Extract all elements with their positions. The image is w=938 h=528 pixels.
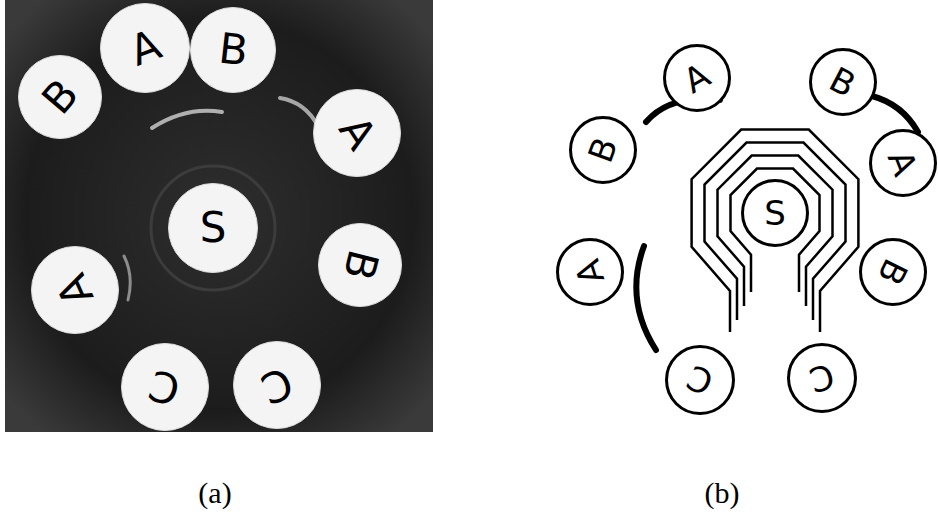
antibody-well: C	[233, 341, 321, 429]
well-letter: B	[216, 28, 249, 73]
antibody-well: A	[313, 89, 401, 177]
antibody-well: A	[31, 246, 119, 334]
antibody-well: C	[787, 343, 857, 413]
well-circle	[101, 4, 190, 93]
antibody-well: C	[121, 343, 209, 431]
antibody-well: B	[18, 55, 102, 139]
precipitin-band	[705, 143, 846, 321]
well-circle	[667, 347, 734, 414]
antibody-well: A	[869, 129, 937, 197]
well-circle	[743, 181, 808, 246]
antibody-well: A	[556, 238, 624, 306]
antibody-well: B	[809, 48, 877, 116]
well-circle	[571, 118, 636, 183]
antibody-well: C	[665, 345, 735, 415]
antibody-well: B	[859, 238, 927, 306]
well-circle	[191, 8, 276, 93]
well-circle	[861, 240, 926, 305]
well-letter: S	[764, 196, 786, 230]
well-circle	[122, 344, 209, 431]
well-circle	[32, 247, 119, 334]
antibody-well: A	[663, 44, 731, 112]
precipitin-bands	[692, 130, 859, 332]
antigen-well: S	[168, 183, 258, 273]
well-letter: S	[200, 207, 227, 249]
well-circle	[19, 56, 102, 139]
diffusion-halo	[151, 166, 275, 290]
precipitin-arc	[872, 96, 918, 132]
well-circle	[558, 240, 623, 305]
antigen-well: S	[741, 179, 809, 247]
antibody-well: A	[100, 3, 190, 93]
well-circle	[789, 345, 856, 412]
well-circle	[319, 224, 402, 307]
antibody-well: B	[569, 116, 637, 184]
plate-photo	[5, 0, 433, 432]
precipitin-arc	[124, 256, 130, 300]
well-circle	[871, 131, 936, 196]
well-circle	[665, 46, 730, 111]
panel-label: (a)	[198, 478, 231, 508]
antibody-well: B	[318, 223, 402, 307]
precipitin-band	[718, 156, 833, 307]
precipitin-arc	[636, 246, 656, 350]
well-circle	[234, 342, 321, 429]
precipitin-band	[692, 130, 859, 332]
well-circle	[169, 184, 258, 273]
precipitin-arc	[280, 98, 318, 126]
panel-label: (b)	[705, 478, 740, 508]
well-circle	[811, 50, 876, 115]
antibody-well: B	[190, 7, 276, 93]
precipitin-arc	[152, 111, 222, 128]
well-circle	[314, 90, 401, 177]
